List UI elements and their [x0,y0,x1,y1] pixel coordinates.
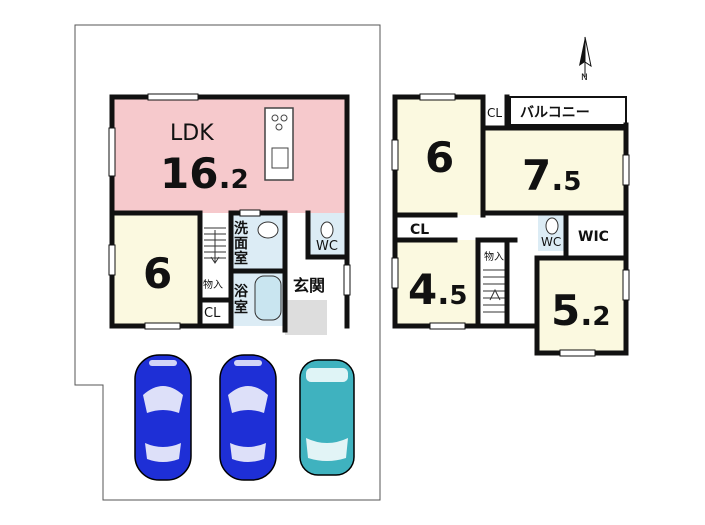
washroom-fill [231,213,285,271]
windows-1f [108,93,351,330]
entrance-label: 玄関 [293,276,325,295]
parking [134,354,355,481]
closet-1f-label: CL [204,306,221,321]
storage-2f-label: 物入 [484,250,504,263]
room-ne-size: 7.5 [522,151,581,200]
car-blue-1 [134,354,192,481]
toilet-1f-label: WC [316,239,338,254]
closet-top-label: CL [487,106,502,120]
wash-basin [257,221,279,239]
toilet-bowl-2f [545,217,559,235]
bathtub [254,275,282,321]
room-sw-fill [395,240,478,326]
room-sw-size: 4.5 [408,265,467,314]
room-ne-fill [483,128,626,213]
room-se-fill [537,258,626,353]
room-west-size: 6 [143,249,172,298]
room-nw-fill [395,97,483,215]
kitchen-counter [264,107,294,181]
stair-2f [483,269,507,313]
ldk-fill [112,97,347,213]
ldk-label: LDK [170,121,214,146]
car-blue-2 [219,354,277,481]
stove-burner [271,114,279,122]
ldk-size: 16.2 [160,149,249,198]
washroom-label: 洗 面 室 [234,220,253,267]
north-compass-icon: N [579,36,592,83]
toilet-bowl-1f [320,221,334,239]
lot-boundary [74,24,381,501]
wic-label: WIC [578,229,609,245]
room-nw-size: 6 [425,133,454,182]
room-se-size: 5.2 [551,286,610,335]
toilet-2f-label: WC [541,235,561,249]
stove-burner [280,114,288,122]
balcony-rail [509,96,627,126]
closet-mid-label: CL [410,222,429,238]
bath-label: 浴 室 [234,283,253,316]
first-floor [108,93,351,335]
stove-burner [275,123,283,131]
balcony-label: バルコニー [520,105,590,121]
entrance-floor [285,300,327,335]
second-floor [391,93,630,357]
room-west-fill [112,213,200,326]
windows-2f [391,93,630,357]
car-teal [299,359,355,476]
storage-1f-label: 物入 [203,278,223,291]
stair-1f [204,227,226,264]
north-label: N [581,73,588,83]
kitchen-sink [271,147,289,169]
